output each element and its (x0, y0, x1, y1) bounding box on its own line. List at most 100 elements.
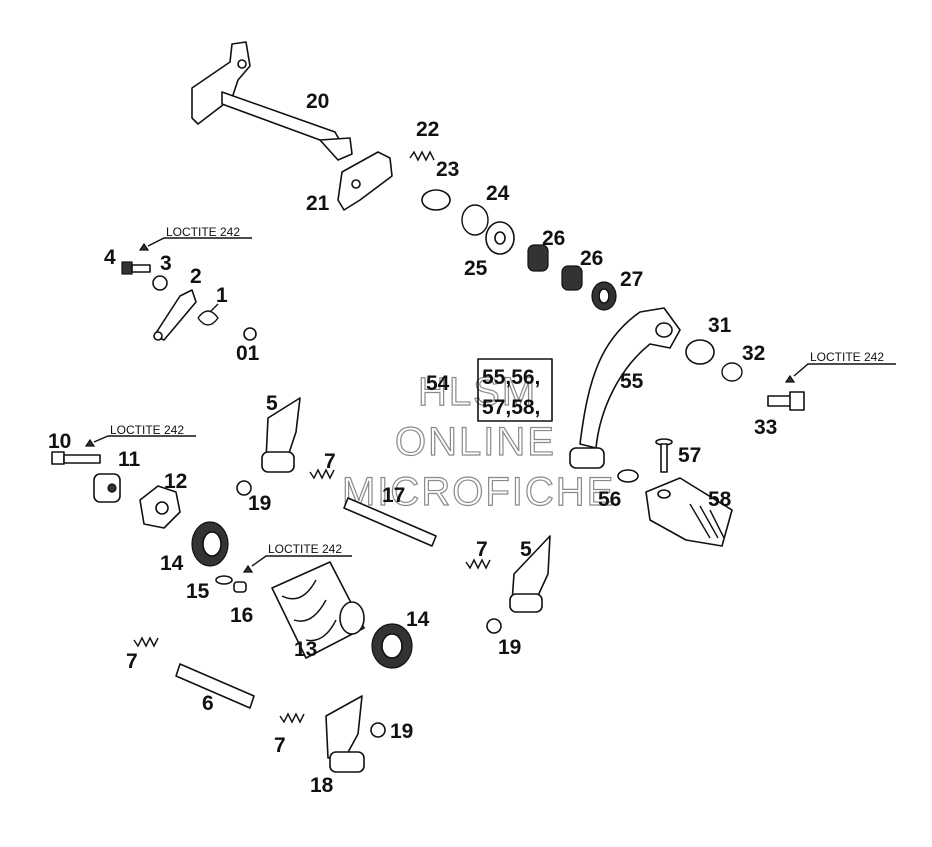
loctite-label: LOCTITE 242 (268, 542, 342, 556)
loctite-marker-2: LOCTITE 242 (784, 350, 896, 383)
loctite-marker-4: LOCTITE 242 (242, 542, 352, 573)
part-6-rod (175, 663, 255, 709)
part-10-bolt (51, 451, 101, 465)
part-55-shift-lever (569, 307, 681, 469)
label-22: 22 (416, 118, 439, 141)
loctite-label: LOCTITE 242 (810, 350, 884, 364)
part-58-pedal-tip (645, 477, 733, 547)
part-14-bearing-b (371, 623, 413, 669)
label-14a: 14 (160, 552, 184, 575)
part-26-needle-bearing-b (561, 265, 583, 291)
part-25-washer (485, 221, 515, 255)
label-16: 16 (230, 604, 253, 627)
label-7b: 7 (476, 538, 488, 561)
label-54: 54 (426, 372, 450, 395)
label-57: 57 (678, 444, 701, 467)
label-27: 27 (620, 268, 643, 291)
label-2: 2 (190, 265, 202, 288)
label-12: 12 (164, 470, 187, 493)
part-22-spring (409, 150, 435, 162)
label-3: 3 (160, 252, 172, 275)
part-33-bolt (767, 391, 805, 411)
label-21: 21 (306, 192, 330, 215)
part-27-seal (591, 281, 617, 311)
part-26-needle-bearing-a (527, 244, 549, 272)
part-14-bearing-a (191, 521, 229, 567)
part-4-bolt (121, 261, 151, 275)
part-32-ring (721, 362, 743, 382)
label-18: 18 (310, 774, 334, 797)
box-line-1: 55,56, (482, 366, 540, 389)
part-16-pin (233, 581, 247, 593)
part-2-link (153, 289, 197, 341)
part-13-shift-drum (271, 561, 365, 659)
part-5-shift-fork-upper (261, 397, 301, 473)
part-21-hole (351, 179, 361, 189)
label-5b: 5 (520, 538, 532, 561)
label-56: 56 (598, 488, 621, 511)
label-7a: 7 (324, 450, 336, 473)
loctite-label: LOCTITE 242 (166, 225, 240, 239)
label-15: 15 (186, 580, 210, 603)
part-7-spring-b (465, 558, 491, 570)
part-7-spring-a (309, 468, 335, 480)
label-33: 33 (754, 416, 777, 439)
part-numbers: 20 21 22 23 24 25 26 26 27 4 3 2 1 01 31… (48, 90, 777, 797)
part-24-spring (461, 204, 489, 236)
watermark: HLSM ONLINE MICROFICHE (341, 369, 615, 514)
part-18-shift-fork (325, 695, 365, 773)
label-58: 58 (708, 488, 732, 511)
label-5a: 5 (266, 392, 278, 415)
part-15-pin (215, 575, 233, 585)
loctite-marker-1: LOCTITE 242 (138, 225, 252, 251)
part-31-washer (685, 339, 715, 365)
label-10: 10 (48, 430, 71, 453)
part-7-spring-d (279, 712, 305, 724)
label-31: 31 (708, 314, 732, 337)
part-54-reference-box (477, 358, 553, 422)
label-14b: 14 (406, 608, 430, 631)
part-57-pin (655, 438, 673, 473)
part-17-rod (343, 497, 437, 547)
label-1: 1 (216, 284, 228, 307)
part-21-lever-plate (337, 151, 393, 211)
part-20-shift-shaft (191, 41, 353, 161)
label-26a: 26 (542, 227, 565, 250)
part-12-shift-star (139, 485, 181, 529)
part-5-shift-fork-right (509, 535, 551, 613)
label-32: 32 (742, 342, 765, 365)
box-line-2: 57,58, (482, 396, 540, 419)
part-19-roller-b (486, 618, 502, 634)
part-23-clip (421, 189, 451, 211)
label-55: 55 (620, 370, 644, 393)
label-13: 13 (294, 638, 317, 661)
watermark-line1: HLSM (418, 370, 537, 414)
part-19-roller-c (370, 722, 386, 738)
part-2-roller (153, 331, 163, 341)
part-01-bushing (243, 327, 257, 341)
loctite-label: LOCTITE 242 (110, 423, 184, 437)
label-19a: 19 (248, 492, 271, 515)
label-11: 11 (118, 448, 141, 471)
part-3-washer (152, 275, 168, 291)
label-17: 17 (382, 484, 405, 507)
label-4: 4 (104, 246, 116, 269)
loctite-marker-3: LOCTITE 242 (84, 423, 196, 447)
label-20: 20 (306, 90, 329, 113)
label-19c: 19 (390, 720, 413, 743)
watermark-line2: ONLINE (395, 420, 556, 464)
part-7-spring-c (133, 636, 159, 648)
label-6: 6 (202, 692, 214, 715)
part-11-shift-star (93, 473, 121, 503)
label-19b: 19 (498, 636, 521, 659)
label-7d: 7 (274, 734, 286, 757)
watermark-line3: MICROFICHE (342, 470, 615, 514)
part-19-roller-a (236, 480, 252, 496)
label-25: 25 (464, 257, 488, 280)
label-26b: 26 (580, 247, 603, 270)
label-23: 23 (436, 158, 459, 181)
part-1-spring (197, 303, 219, 326)
label-7c: 7 (126, 650, 138, 673)
label-01: 01 (236, 342, 260, 365)
